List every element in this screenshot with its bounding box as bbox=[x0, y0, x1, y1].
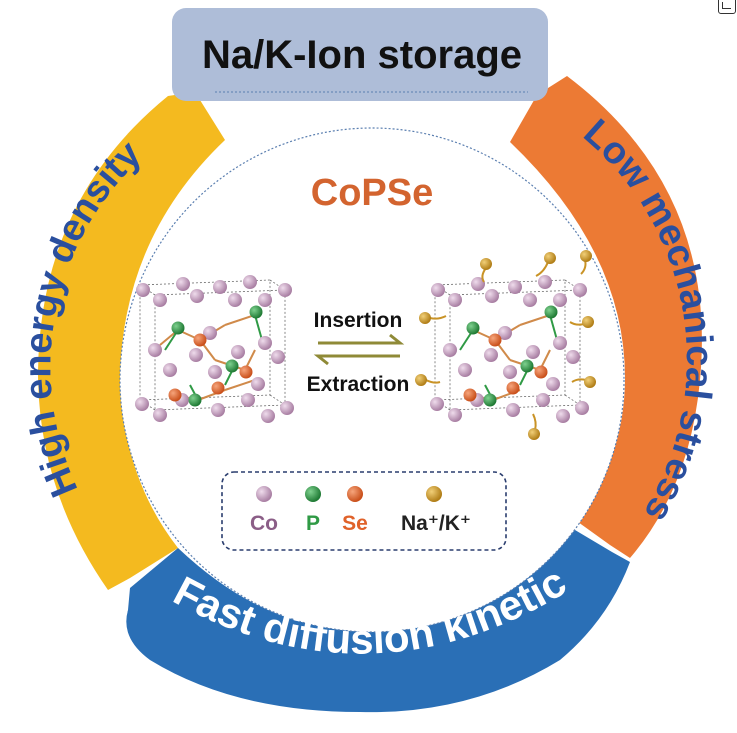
top-banner bbox=[172, 8, 548, 101]
crystal-left bbox=[135, 275, 294, 423]
bottom-arc-band bbox=[126, 530, 630, 713]
legend-na-k-label: Na⁺/K⁺ bbox=[401, 512, 471, 535]
legend-se-swatch bbox=[347, 486, 363, 502]
checkbox-icon[interactable] bbox=[718, 0, 736, 14]
legend-box bbox=[221, 471, 507, 551]
legend: Co P Se Na⁺/K⁺ bbox=[250, 486, 471, 535]
legend-p-label: P bbox=[306, 512, 320, 535]
insertion-arrow bbox=[318, 333, 405, 345]
extraction-arrow bbox=[313, 354, 400, 366]
legend-p-swatch bbox=[305, 486, 321, 502]
top-banner-label: Na/K-Ion storage bbox=[202, 33, 522, 77]
right-arc-band bbox=[510, 76, 702, 558]
center-title: CoPSe bbox=[311, 172, 433, 214]
legend-co-label: Co bbox=[250, 512, 278, 535]
insertion-label: Insertion bbox=[314, 309, 403, 332]
legend-se-label: Se bbox=[342, 512, 368, 535]
legend-co-swatch bbox=[256, 486, 272, 502]
extraction-label: Extraction bbox=[307, 373, 410, 396]
left-arc-band bbox=[38, 92, 225, 590]
crystal-right bbox=[415, 250, 596, 440]
legend-na-k-swatch bbox=[426, 486, 442, 502]
